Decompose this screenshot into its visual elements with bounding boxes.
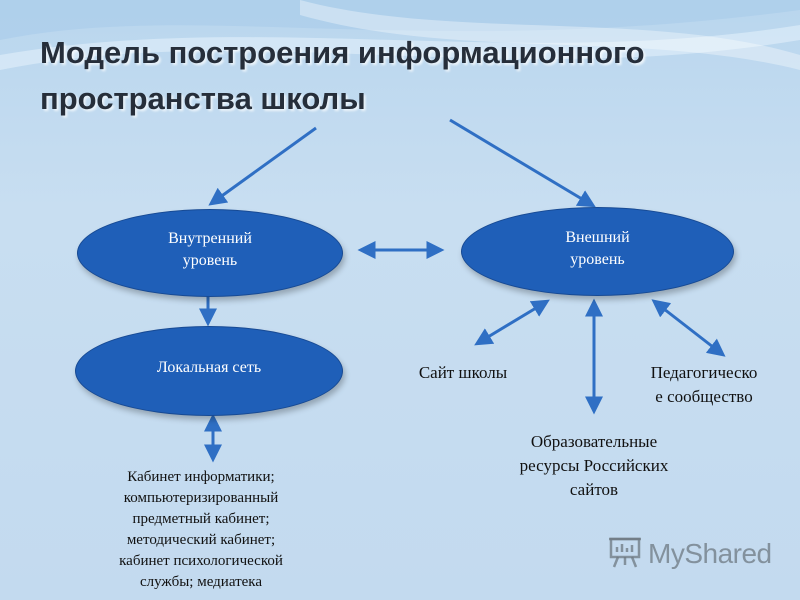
rooms-list-line: кабинет психологической <box>119 553 283 569</box>
rooms-list-line: Кабинет информатики; <box>127 469 275 485</box>
presentation-board-icon <box>608 535 642 574</box>
internal-level-line2: уровень <box>182 252 238 269</box>
arrow-title-to-external <box>449 118 596 208</box>
educational-resources-label: Образовательные ресурсы Российских сайто… <box>519 432 669 499</box>
rooms-list-line: методический кабинет; <box>126 532 276 548</box>
local-network-node: Локальная сеть <box>75 326 343 416</box>
external-level-node: Внешний уровень <box>461 207 734 296</box>
school-site-label: Сайт школы <box>418 363 508 382</box>
external-level-line2: уровень <box>570 250 625 268</box>
external-level-line1: Внешний <box>565 228 630 246</box>
page-title-line2: пространства школы <box>40 81 366 116</box>
watermark-text: MyShared <box>648 538 772 569</box>
arrow-external-to-pedagogical <box>651 299 726 357</box>
arrow-title-to-internal <box>208 126 317 206</box>
rooms-list-line: предметный кабинет; <box>132 511 270 527</box>
rooms-list-line: службы; медиатека <box>139 574 263 590</box>
arrow-external-to-site <box>474 299 550 346</box>
myshared-watermark: MyShared <box>608 536 772 572</box>
rooms-list: Кабинет информатики; компьютеризированны… <box>76 467 326 593</box>
rooms-list-line: компьютеризированный <box>123 490 279 506</box>
internal-level-line1: Внутренний <box>168 230 252 247</box>
page-title-line1: Модель построения информационного <box>40 35 645 70</box>
internal-level-node: Внутренний уровень <box>77 209 343 297</box>
local-network-label: Локальная сеть <box>156 359 262 376</box>
page-title: Модель построения информационного простр… <box>40 30 760 122</box>
pedagogical-community-label: Педагогическо е сообщество <box>650 363 758 406</box>
